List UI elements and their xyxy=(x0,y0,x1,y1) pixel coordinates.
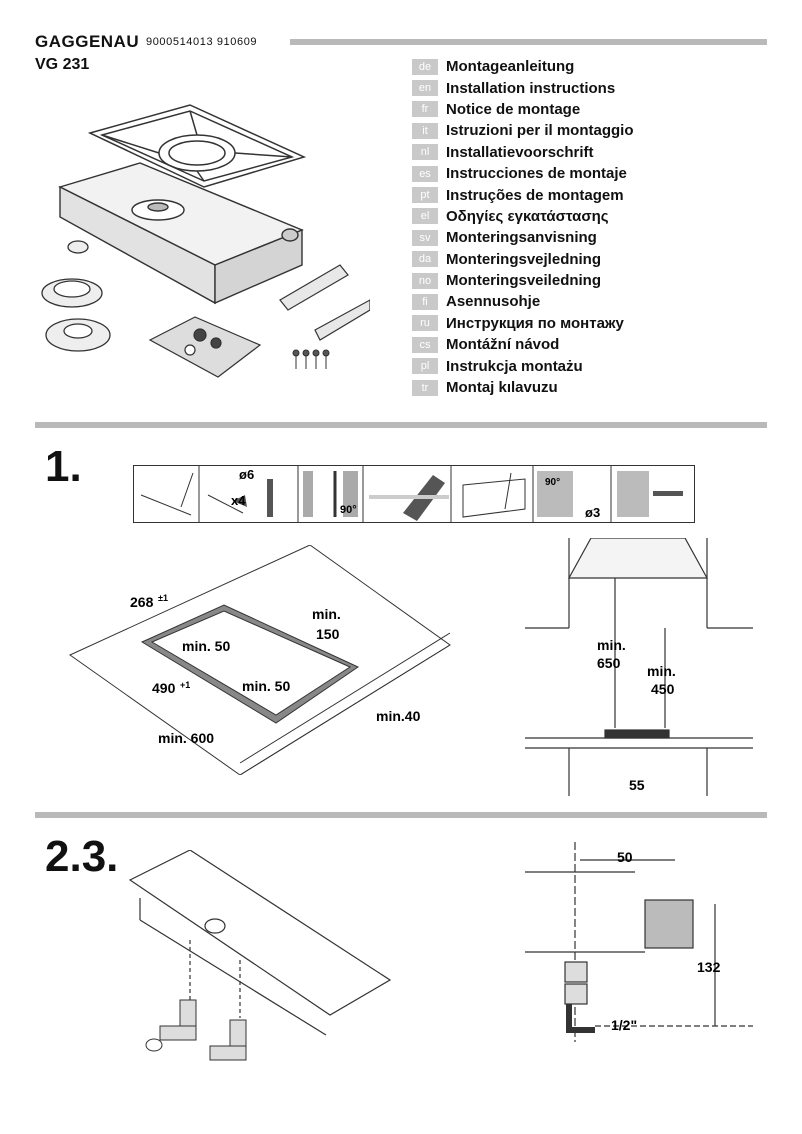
language-code: ru xyxy=(412,315,438,332)
side-clearance-2: min. 50 xyxy=(242,678,290,694)
height-dimension: 132 xyxy=(697,959,721,975)
cutout-width: 490 xyxy=(152,680,176,696)
side-clearance-1: min. 50 xyxy=(182,638,230,654)
saw-angle-label: 90° xyxy=(340,504,357,516)
language-row-fi: fi Asennusohje xyxy=(412,291,634,312)
worktop-thickness: min.40 xyxy=(376,708,421,724)
model-number: VG 231 xyxy=(35,56,90,73)
language-code: sv xyxy=(412,229,438,246)
language-code: es xyxy=(412,165,438,182)
cutout-depth-tolerance: ±1 xyxy=(158,593,168,603)
language-title: Monteringsveiledning xyxy=(446,272,602,290)
back-clearance-value: 150 xyxy=(316,626,340,642)
cutout-diagram: 268 ±1 min. 150 min. 50 min. 50 490 +1 m… xyxy=(69,545,451,775)
language-code: no xyxy=(412,272,438,289)
height-1-value: 650 xyxy=(597,655,621,671)
language-title: Montaj kılavuzu xyxy=(446,379,558,397)
language-row-pt: pt Instruções de montagem xyxy=(412,184,634,205)
drill-size-label: ø6 xyxy=(239,467,254,482)
language-code: da xyxy=(412,251,438,268)
back-clearance-label: min. xyxy=(312,606,341,622)
drill-bit-icon xyxy=(233,479,273,517)
language-title: Instrucciones de montaje xyxy=(446,165,627,183)
language-code: cs xyxy=(412,336,438,353)
wall-bracket-icon xyxy=(617,471,649,517)
language-title: Installatievoorschrift xyxy=(446,143,594,161)
brand-logo: GAGGENAU xyxy=(35,32,140,51)
language-code: tr xyxy=(412,379,438,396)
step-number-1: 1. xyxy=(45,442,82,491)
elbow-fitting-icon xyxy=(145,999,247,1061)
language-row-pl: pl Instrukcja montażu xyxy=(412,355,634,376)
language-row-el: el Οδηγίες εγκατάστασης xyxy=(412,206,634,227)
pan-support-grid xyxy=(87,104,307,188)
bracket-angle-label: 90° xyxy=(545,477,560,488)
tool-strip: ø6 x4 90° 90° ø3 xyxy=(133,465,695,523)
burner-parts xyxy=(41,240,111,352)
language-row-de: de Montageanleitung xyxy=(412,56,634,77)
language-title: Instrukcja montażu xyxy=(446,357,583,375)
installed-depth: 55 xyxy=(629,777,645,793)
hob-body xyxy=(58,162,304,305)
language-title: Инструкция по монтажу xyxy=(446,314,624,332)
thread-size: 1/2" xyxy=(611,1017,637,1033)
language-row-nl: nl Installatievoorschrift xyxy=(412,142,634,163)
language-title: Monteringsanvisning xyxy=(446,229,597,247)
front-clearance: min. 600 xyxy=(158,730,214,746)
language-row-es: es Instrucciones de montaje xyxy=(412,163,634,184)
language-title: Istruzioni per il montaggio xyxy=(446,122,634,140)
language-row-en: en Installation instructions xyxy=(412,77,634,98)
header-rule xyxy=(290,39,767,45)
language-title: Installation instructions xyxy=(446,79,616,97)
language-code: en xyxy=(412,80,438,97)
language-title: Monteringsvejledning xyxy=(446,250,602,268)
side-elevation-diagram: min. 650 min. 450 55 xyxy=(525,538,753,796)
language-code: de xyxy=(412,58,438,75)
language-title: Οδηγίες εγκατάστασης xyxy=(446,207,609,225)
language-title: Asennusohje xyxy=(446,293,541,311)
document-number: 9000514013 910609 xyxy=(146,36,258,48)
height-2-value: 450 xyxy=(651,681,675,697)
height-1-label: min. xyxy=(597,637,626,653)
angle-bracket-icon xyxy=(537,471,573,517)
language-code: el xyxy=(412,208,438,225)
language-code: fi xyxy=(412,293,438,310)
mounting-brackets xyxy=(279,264,370,341)
hole-count-label: x4 xyxy=(231,493,246,508)
language-code: fr xyxy=(412,101,438,118)
screw-icon xyxy=(653,491,683,496)
language-code: it xyxy=(412,122,438,139)
product-illustration xyxy=(41,104,370,378)
section-divider-1 xyxy=(35,422,767,428)
language-row-fr: fr Notice de montage xyxy=(412,99,634,120)
cutout-width-tolerance: +1 xyxy=(180,680,190,690)
language-row-no: no Monteringsveiledning xyxy=(412,270,634,291)
language-title: Montážní návod xyxy=(446,336,560,354)
language-list: de Montageanleitung en Installation instruc… xyxy=(412,56,634,398)
language-code: nl xyxy=(412,144,438,161)
cutout-depth: 268 xyxy=(130,594,154,610)
language-row-tr: tr Montaj kılavuzu xyxy=(412,377,634,398)
offset-dimension: 50 xyxy=(617,849,633,865)
pilot-hole-label: ø3 xyxy=(585,505,600,520)
accessory-bag xyxy=(148,316,262,378)
language-row-ru: ru Инструкция по монтажу xyxy=(412,313,634,334)
language-title: Notice de montage xyxy=(446,100,581,118)
language-row-da: da Monteringsvejledning xyxy=(412,249,634,270)
section-divider-2 xyxy=(35,812,767,818)
language-code: pt xyxy=(412,187,438,204)
screws xyxy=(292,349,330,369)
language-code: pl xyxy=(412,358,438,375)
language-row-sv: sv Monteringsanvisning xyxy=(412,227,634,248)
gas-section-diagram: 50 132 1/2" xyxy=(525,842,753,1042)
height-2-label: min. xyxy=(647,663,676,679)
language-title: Instruções de montagem xyxy=(446,186,624,204)
language-row-cs: cs Montážní návod xyxy=(412,334,634,355)
language-title: Montageanleitung xyxy=(446,58,575,76)
brush-icon xyxy=(369,475,449,521)
gas-connection-diagram xyxy=(128,850,392,1061)
language-row-it: it Istruzioni per il montaggio xyxy=(412,120,634,141)
step-number-2-3: 2.3. xyxy=(45,832,119,881)
